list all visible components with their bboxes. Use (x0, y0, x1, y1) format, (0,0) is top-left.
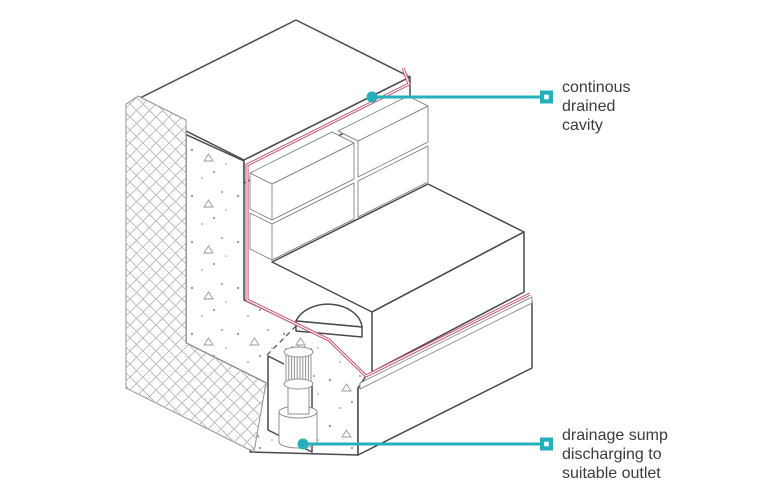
sump-cover (295, 303, 363, 338)
block-wall (249, 95, 429, 261)
label-line: discharging to (562, 446, 662, 463)
cavity-membrane (245, 67, 531, 378)
label-line: cavity (562, 117, 603, 134)
slab-front-face (371, 231, 525, 373)
earth-hatch (125, 95, 267, 453)
concrete-base (357, 296, 533, 456)
hidden-pit-edge (266, 325, 297, 356)
screed-strip (359, 296, 533, 390)
floor-slab (266, 183, 525, 373)
leader-cavity (366, 90, 553, 104)
label-line: drained (562, 98, 616, 115)
label-line: suitable outlet (562, 465, 661, 482)
label-continuous-drained-cavity: continous drained cavity (562, 78, 762, 135)
pump-ribbed-cap (283, 345, 314, 390)
label-line: drainage sump (562, 427, 668, 444)
label-line: continous (562, 79, 631, 96)
label-drainage-sump: drainage sump discharging to suitable ou… (562, 426, 762, 483)
dot-anchor-icon (297, 438, 309, 450)
dot-anchor-icon (366, 91, 378, 103)
leader-sump (297, 437, 553, 451)
